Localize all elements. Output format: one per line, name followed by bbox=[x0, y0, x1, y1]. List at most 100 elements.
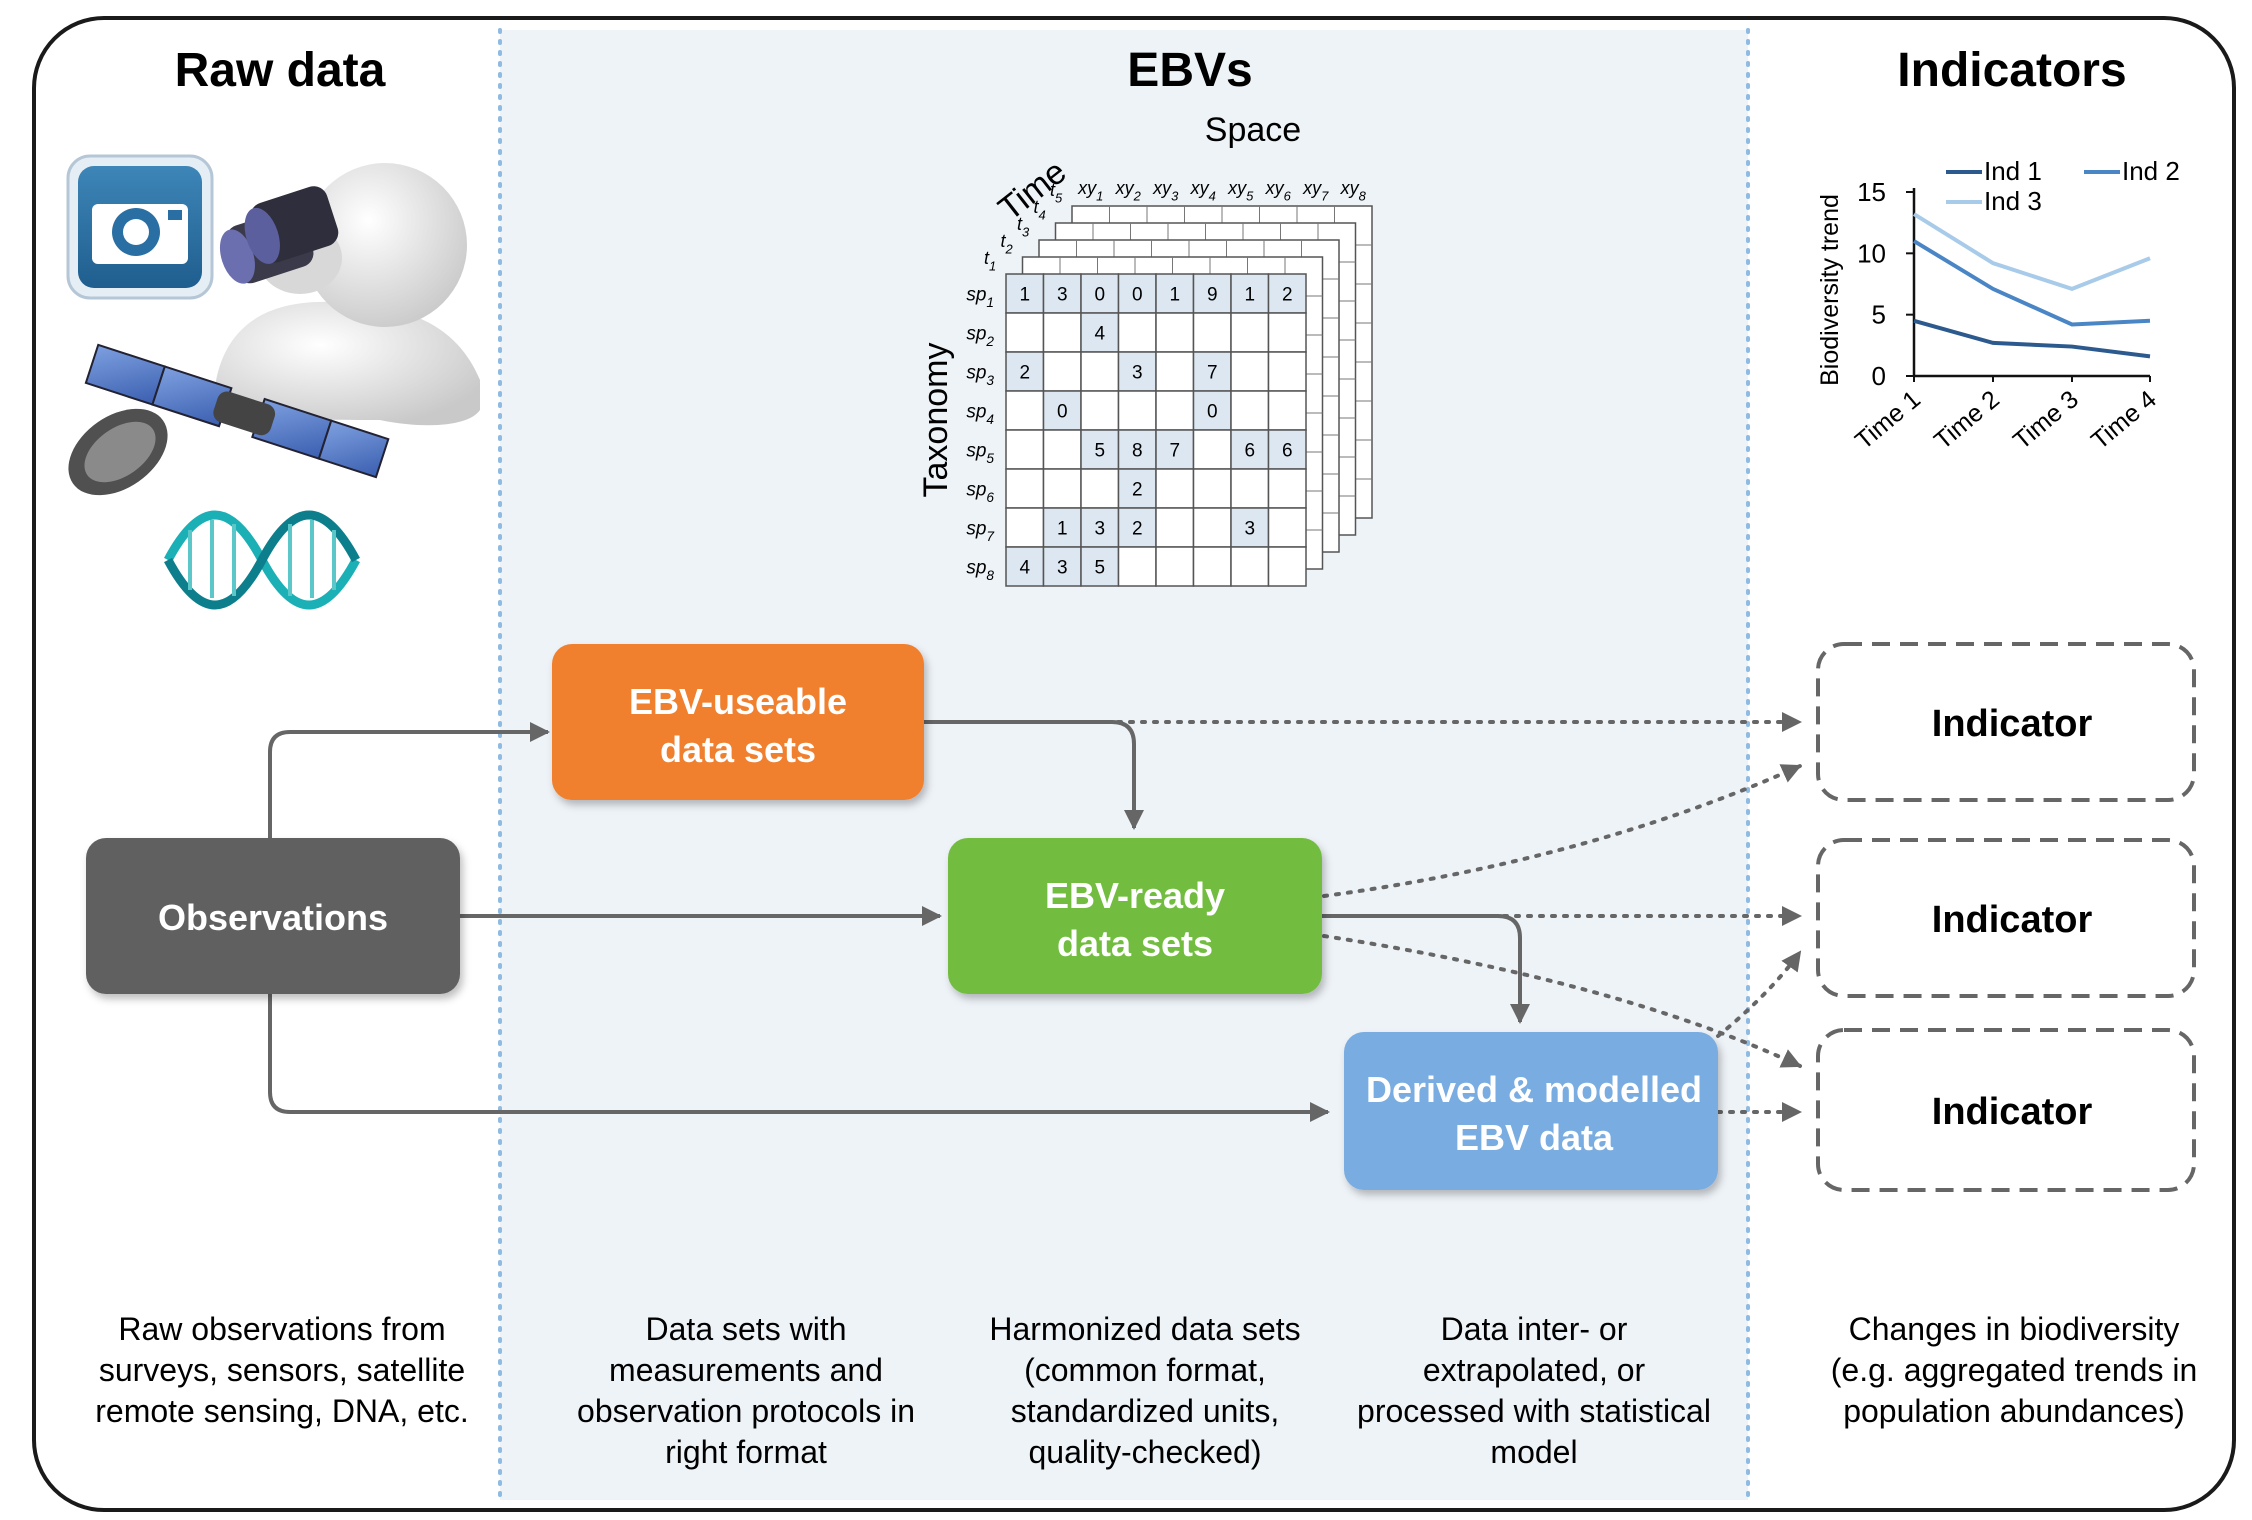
time-label: t4 bbox=[1034, 197, 1046, 222]
cube-cell bbox=[1230, 546, 1270, 587]
caption-indicators: Changes in biodiversity (e.g. aggregated… bbox=[1831, 1311, 2197, 1429]
space-label: xy8 bbox=[1340, 178, 1367, 203]
cube-cell bbox=[1042, 429, 1082, 470]
cube-cell bbox=[1005, 429, 1045, 470]
cube-cell-value: 4 bbox=[1094, 324, 1105, 345]
caption-derived-line-3: processed with statistical bbox=[1357, 1393, 1711, 1429]
space-label: xy2 bbox=[1115, 178, 1142, 203]
space-label: xy7 bbox=[1302, 178, 1329, 203]
cube-cell-value: 6 bbox=[1244, 441, 1255, 462]
cube-cell bbox=[1192, 546, 1232, 587]
series-line-ind-3 bbox=[1912, 212, 2151, 292]
species-label: sp7 bbox=[966, 519, 995, 545]
cube-cell bbox=[1155, 273, 1195, 314]
cube-cell-value: 1 bbox=[1057, 519, 1068, 540]
caption-useable: Data sets with measurements and observat… bbox=[577, 1311, 915, 1470]
series-line-ind-2 bbox=[1912, 239, 2151, 327]
cube-cell-value: 0 bbox=[1057, 402, 1068, 423]
caption-ind-line-3: population abundances) bbox=[1843, 1393, 2185, 1429]
caption-useable-line-2: measurements and bbox=[609, 1352, 883, 1388]
cube-cell-value: 2 bbox=[1132, 480, 1143, 501]
cube-cell bbox=[1230, 468, 1270, 509]
cube-cell bbox=[1042, 468, 1082, 509]
taxonomy-axis-label: Taxonomy bbox=[917, 343, 955, 498]
space-label: xy1 bbox=[1077, 178, 1103, 203]
derived-modelled-box: Derived & modelled EBV data bbox=[1344, 1032, 1718, 1190]
cube-cell-value: 9 bbox=[1207, 285, 1218, 306]
caption-ready-line-4: quality-checked) bbox=[1029, 1434, 1262, 1470]
legend-label: Ind 3 bbox=[1984, 186, 2042, 216]
ebv-ready-label-1: EBV-ready bbox=[1045, 875, 1225, 916]
derived-label-1: Derived & modelled bbox=[1366, 1069, 1702, 1110]
caption-raw-line-2: surveys, sensors, satellite bbox=[99, 1352, 465, 1388]
cube-cell bbox=[1267, 468, 1307, 509]
caption-useable-line-3: observation protocols in bbox=[577, 1393, 915, 1429]
caption-ind-line-1: Changes in biodiversity bbox=[1849, 1311, 2180, 1347]
species-label: sp8 bbox=[966, 558, 994, 584]
species-label: sp5 bbox=[966, 441, 994, 467]
cube-cell-value: 0 bbox=[1207, 402, 1218, 423]
cube-cell bbox=[1230, 351, 1270, 392]
legend-label: Ind 2 bbox=[2122, 156, 2180, 186]
cube-cell-value: 3 bbox=[1057, 285, 1068, 306]
caption-ready: Harmonized data sets (common format, sta… bbox=[989, 1311, 1300, 1470]
cube-cell-value: 3 bbox=[1057, 558, 1068, 579]
arrow-obs-to-derived bbox=[268, 994, 1330, 1122]
ebv-ready-label-2: data sets bbox=[1057, 923, 1213, 964]
cube-cell-value: 1 bbox=[1019, 285, 1030, 306]
space-label: xy6 bbox=[1265, 178, 1292, 203]
caption-derived: Data inter- or extrapolated, or processe… bbox=[1357, 1311, 1711, 1470]
cube-cell bbox=[1005, 468, 1045, 509]
caption-derived-line-4: model bbox=[1490, 1434, 1577, 1470]
cube-cell bbox=[1005, 390, 1045, 431]
cube-cell bbox=[1042, 312, 1082, 353]
cube-cell-value: 7 bbox=[1169, 441, 1180, 462]
space-label: xy4 bbox=[1190, 178, 1216, 203]
cube-cell bbox=[1080, 351, 1120, 392]
cube-cell bbox=[1230, 429, 1270, 470]
cube-cell bbox=[1155, 468, 1195, 509]
arrow-ready-to-derived bbox=[1322, 914, 1530, 1024]
caption-derived-line-2: extrapolated, or bbox=[1423, 1352, 1646, 1388]
derived-label-2: EBV data bbox=[1455, 1117, 1614, 1158]
cube-cell-value: 5 bbox=[1094, 441, 1105, 462]
indicator-label-1: Indicator bbox=[1932, 703, 2093, 745]
cube-cell bbox=[1117, 390, 1157, 431]
cube-cell-value: 3 bbox=[1132, 363, 1143, 384]
cube-cell-value: 3 bbox=[1094, 519, 1105, 540]
cube-cell bbox=[1267, 507, 1307, 548]
cube-cell bbox=[1230, 390, 1270, 431]
ebv-useable-label-2: data sets bbox=[660, 729, 816, 770]
cube-cell bbox=[1080, 546, 1120, 587]
caption-derived-line-1: Data inter- or bbox=[1441, 1311, 1628, 1347]
cube-cell bbox=[1155, 507, 1195, 548]
y-tick-label: 5 bbox=[1872, 300, 1886, 330]
species-label: sp3 bbox=[966, 363, 994, 389]
cube-cell-value: 2 bbox=[1019, 363, 1030, 384]
species-label: sp2 bbox=[966, 324, 994, 350]
caption-raw-line-1: Raw observations from bbox=[118, 1311, 445, 1347]
y-tick-label: 0 bbox=[1872, 361, 1886, 391]
indicator-label-3: Indicator bbox=[1932, 1091, 2093, 1133]
cube-cell-value: 2 bbox=[1132, 519, 1143, 540]
satellite-icon bbox=[68, 343, 390, 496]
cube-cell bbox=[1080, 390, 1120, 431]
indicator-label-2: Indicator bbox=[1932, 899, 2093, 941]
ebv-useable-box: EBV-useable data sets bbox=[552, 644, 924, 800]
cube-cell bbox=[1080, 429, 1120, 470]
cube-cell bbox=[1005, 312, 1045, 353]
binoculars-person-icon bbox=[214, 163, 480, 426]
cube-cell bbox=[1267, 312, 1307, 353]
caption-useable-line-1: Data sets with bbox=[646, 1311, 847, 1347]
cube-cell bbox=[1117, 429, 1157, 470]
cube-cell bbox=[1080, 273, 1120, 314]
ebv-useable-label-1: EBV-useable bbox=[629, 681, 847, 722]
cube-cell bbox=[1192, 312, 1232, 353]
cube-cell bbox=[1192, 351, 1232, 392]
cube-cell bbox=[1117, 312, 1157, 353]
time-label: t3 bbox=[1017, 214, 1030, 239]
cube-cell-value: 0 bbox=[1132, 285, 1143, 306]
species-label: sp4 bbox=[966, 402, 994, 428]
